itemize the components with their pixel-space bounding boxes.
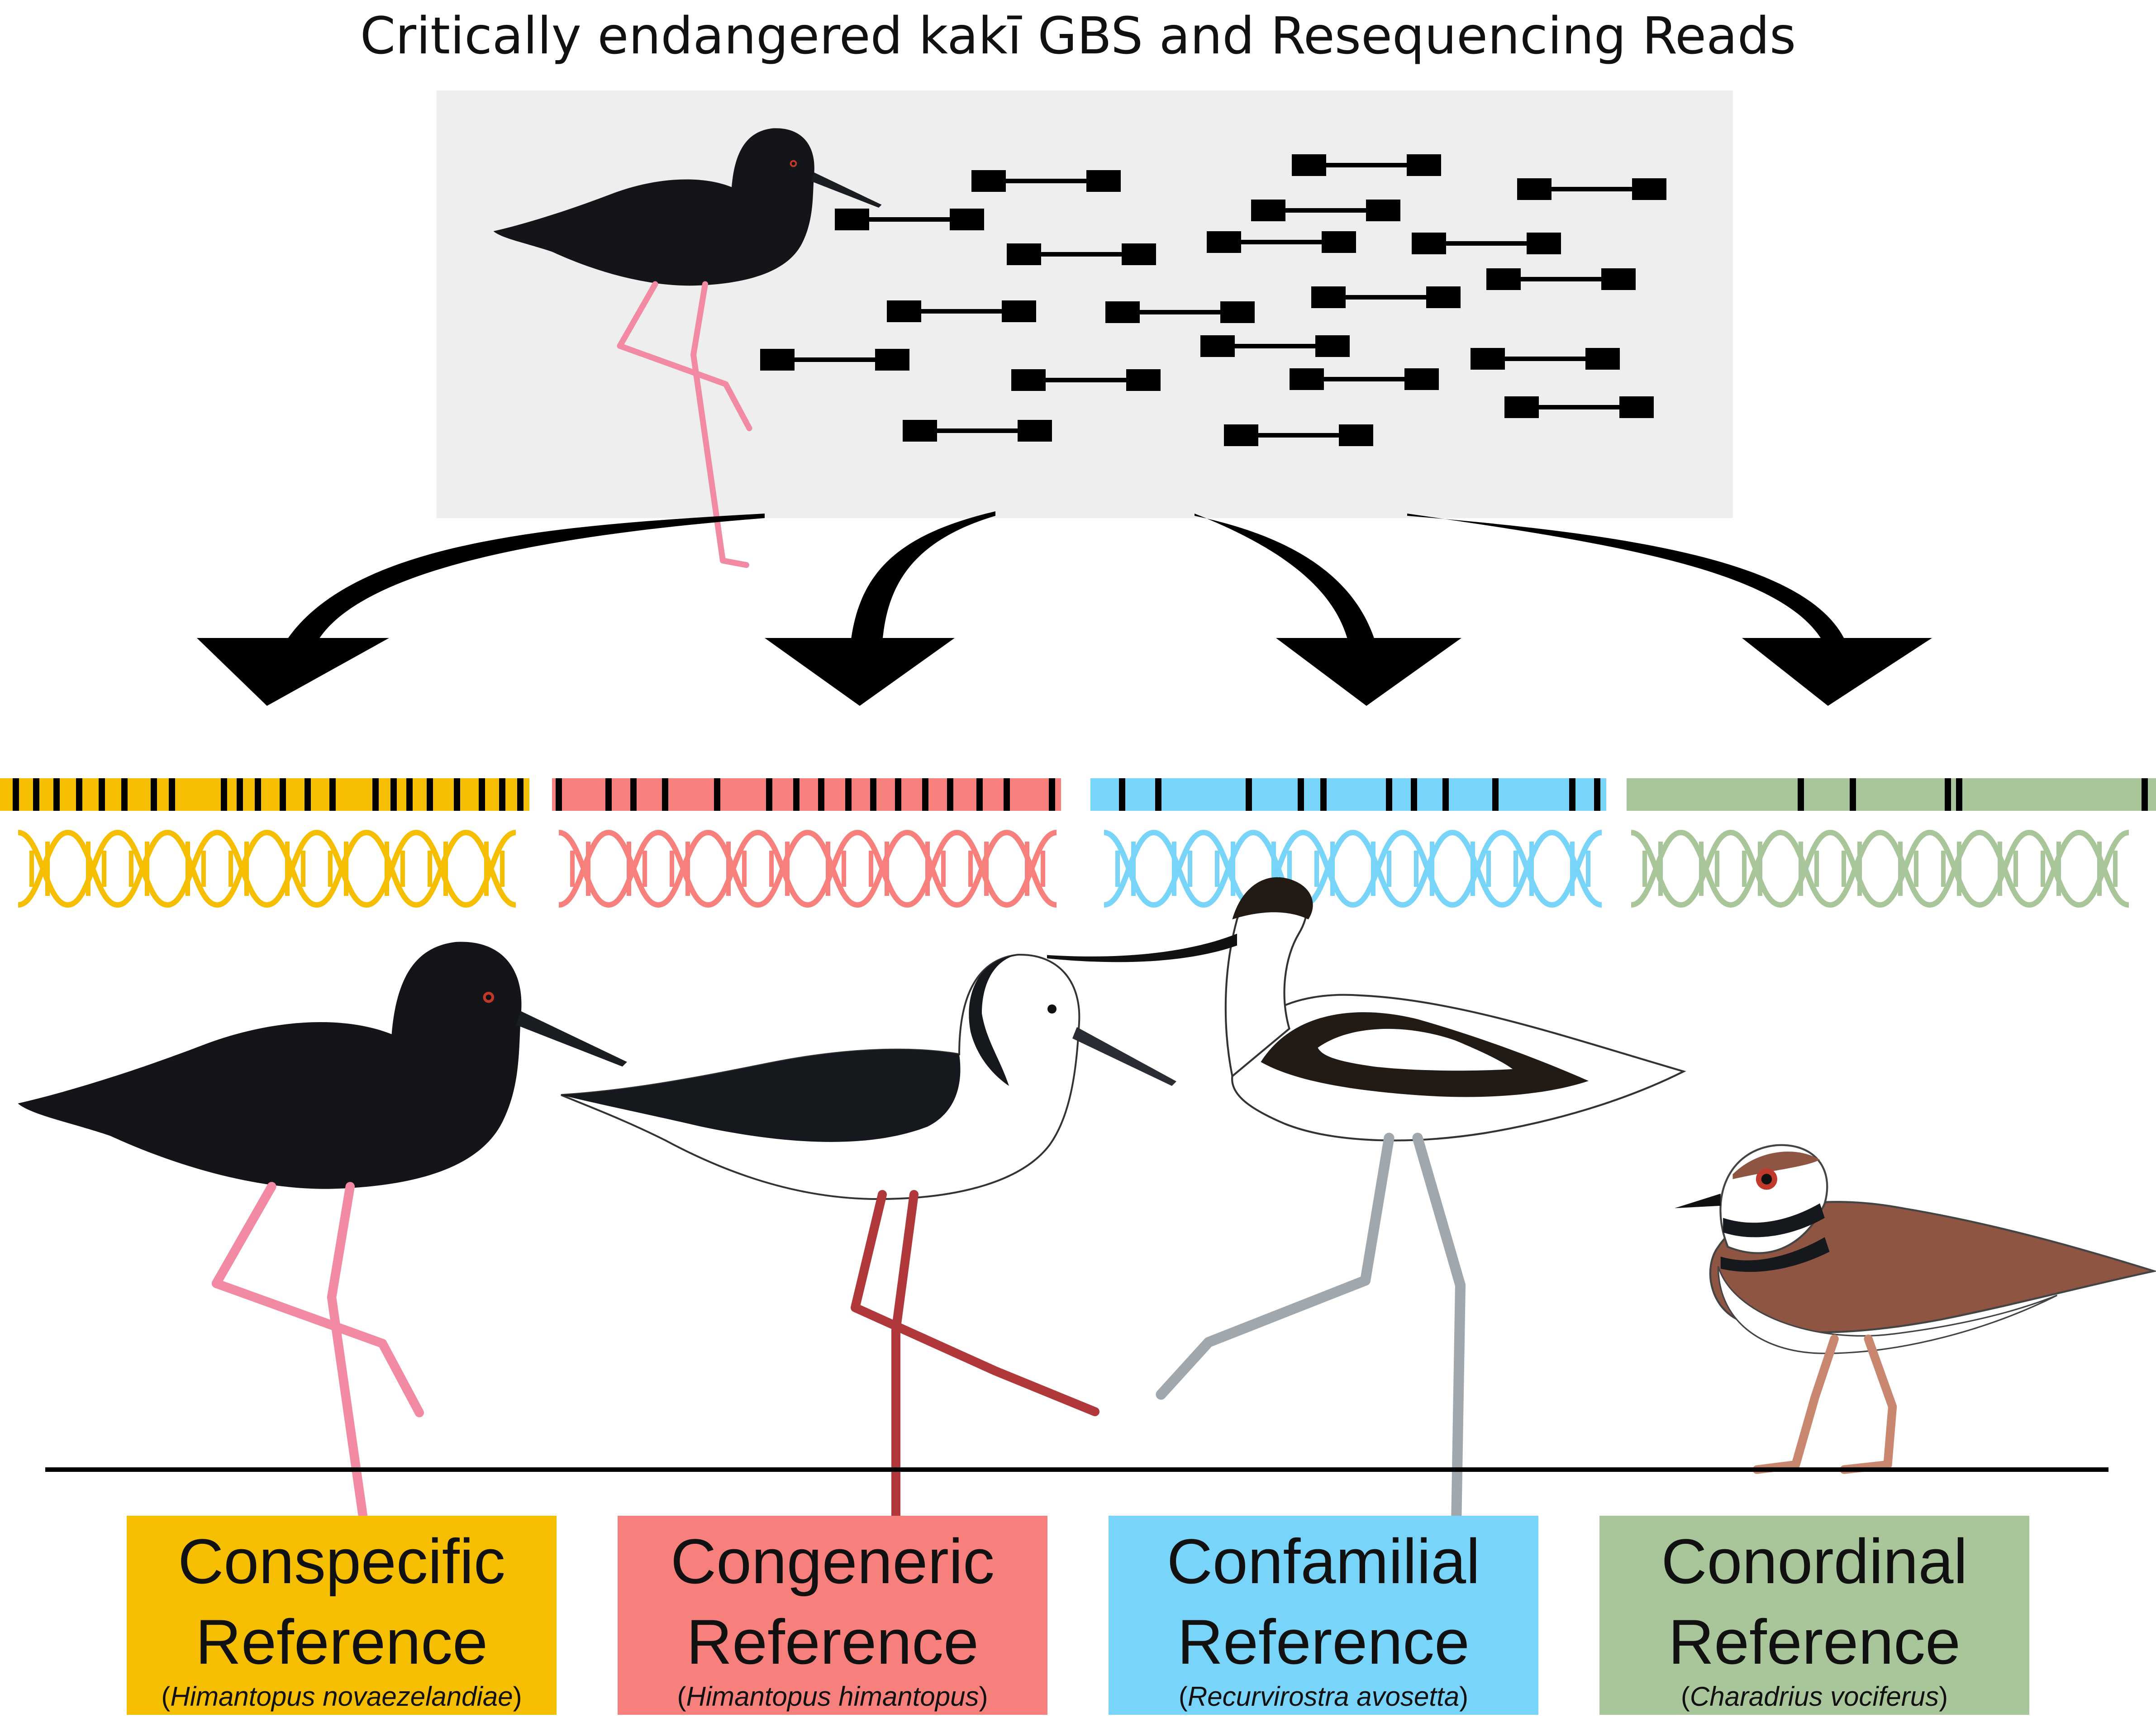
species-name: (Himantopus novaezelandiae) [161, 1681, 522, 1712]
reference-label-2: Reference [1668, 1606, 1961, 1677]
conspecific-box-bg [127, 1516, 557, 1715]
reference-label-2: Reference [1177, 1606, 1470, 1677]
arrow-icon [197, 511, 1932, 706]
genome-bar-confamilial [1090, 778, 1606, 811]
conordinal-reference-box: Conordinal Reference (Charadrius vocifer… [1599, 1516, 2029, 1715]
confamilial-box-bg [1109, 1516, 1538, 1715]
species-italic: Himantopus himantopus [686, 1681, 979, 1712]
reads-panel [437, 90, 1733, 518]
genome-bar-congeneric [552, 778, 1061, 811]
killdeer-icon [1675, 1145, 2154, 1470]
dna-helix-icon [18, 829, 2129, 908]
confamilial-reference-box: Confamilial Reference (Recurvirostra avo… [1109, 1516, 1538, 1715]
species-name: (Charadrius vociferus) [1680, 1681, 1948, 1712]
species-italic: Recurvirostra avosetta [1187, 1681, 1460, 1712]
species-name: (Recurvirostra avosetta) [1178, 1681, 1469, 1712]
species-italic: Himantopus novaezelandiae [170, 1681, 513, 1712]
species-italic: Charadrius vociferus [1690, 1681, 1939, 1712]
reference-label: Conordinal [1661, 1526, 1968, 1597]
genome-bar-conspecific [0, 778, 529, 811]
congeneric-box-bg [618, 1516, 1047, 1715]
avocet-icon [1047, 877, 1684, 1570]
figure-title: Critically endangered kakī GBS and Reseq… [360, 7, 1796, 66]
conspecific-reference-box: Conspecific Reference (Himantopus novaez… [127, 1516, 557, 1715]
reference-label: Conspecific [178, 1526, 505, 1597]
conordinal-box-bg [1599, 1516, 2029, 1715]
congeneric-reference-box: Congeneric Reference (Himantopus himanto… [618, 1516, 1047, 1715]
genome-bar-conordinal [1627, 778, 2156, 811]
reference-label: Confamilial [1166, 1526, 1480, 1597]
reference-label-2: Reference [686, 1606, 979, 1677]
species-name: (Himantopus himantopus) [677, 1681, 988, 1712]
reference-label-2: Reference [195, 1606, 488, 1677]
reference-label: Congeneric [671, 1526, 995, 1597]
